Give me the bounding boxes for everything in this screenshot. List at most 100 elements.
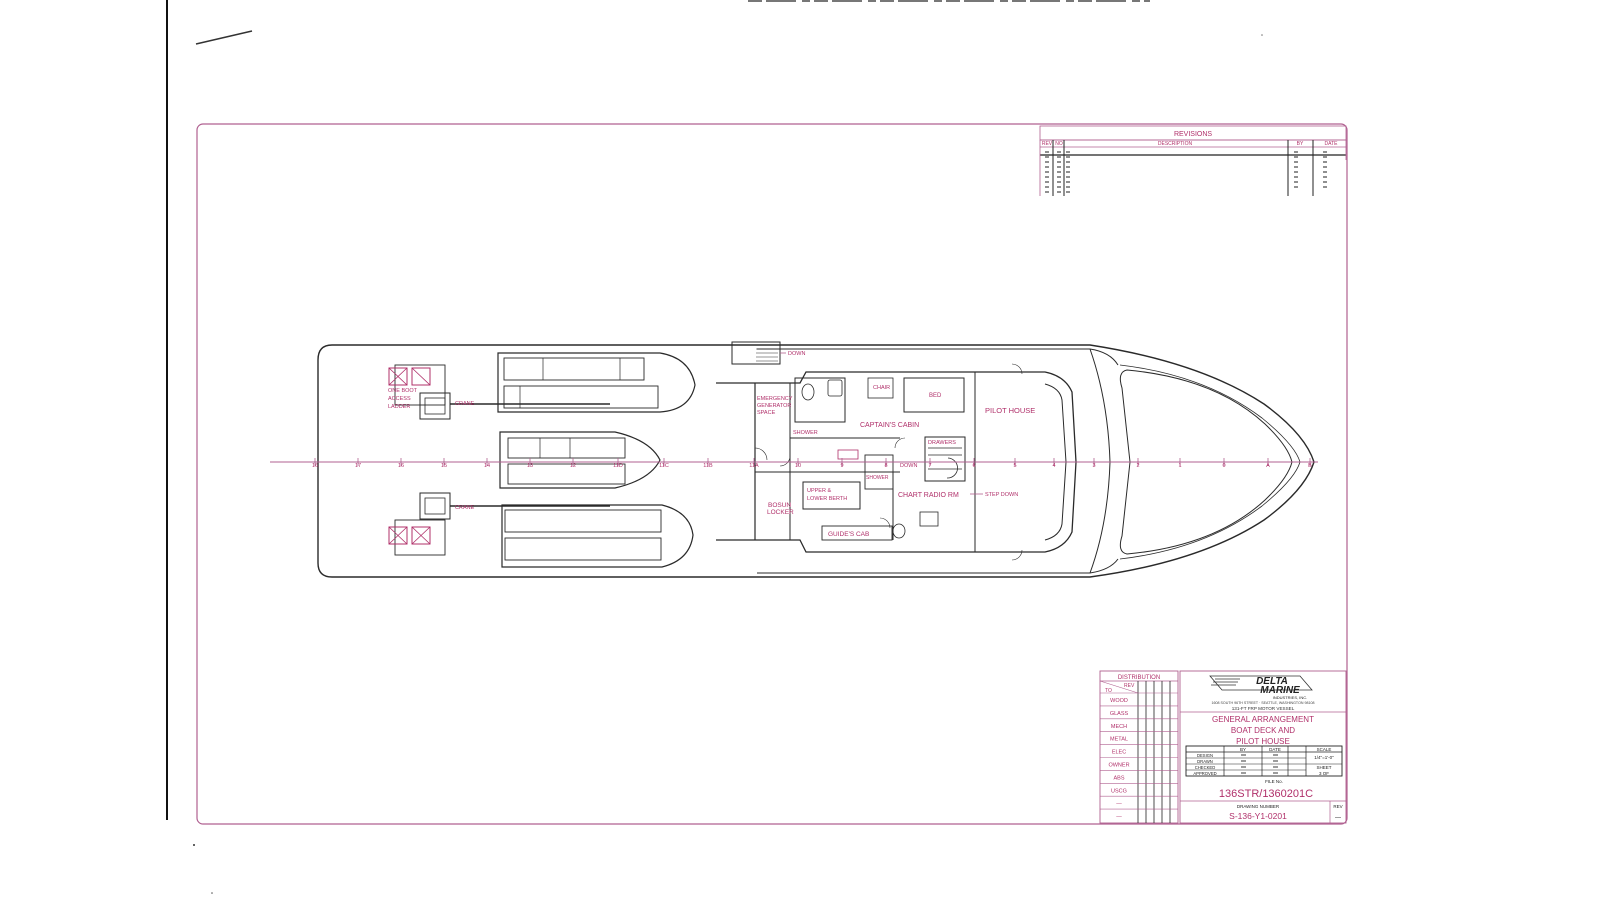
sig-col-scale: SCALE <box>1317 747 1332 752</box>
frame-label: 17 <box>355 463 361 469</box>
logo-line-1: DELTA <box>1256 676 1288 687</box>
down-top-label: DOWN <box>788 351 805 357</box>
title-block: DELTA MARINE INDUSTRIES, INC. 1608 SOUTH… <box>1179 670 1347 824</box>
rev-value: — <box>1335 815 1341 821</box>
frame-label: A <box>1266 463 1270 469</box>
drawing-title-3: PILOT HOUSE <box>1236 737 1290 746</box>
drawing-border <box>196 123 1348 825</box>
frame-label: 11B <box>703 463 713 469</box>
frame-label: 6 <box>972 463 975 469</box>
row-approved: APPROVED <box>1193 771 1216 776</box>
distribution-row-label: WOOD <box>1110 698 1128 704</box>
distribution-row-label: GLASS <box>1110 711 1129 717</box>
drawing-title-2: BOAT DECK AND <box>1231 726 1295 735</box>
revisions-col-date: DATE <box>1325 141 1339 147</box>
bosun-label-2: LOCKER <box>767 509 794 516</box>
revisions-col-no: NO <box>1055 141 1063 147</box>
scan-dot <box>193 844 195 846</box>
revisions-col-rev: REV <box>1042 141 1053 147</box>
frame-label: 13 <box>527 463 533 469</box>
row-design: DESIGN <box>1197 753 1213 758</box>
frame-label: 12 <box>570 463 576 469</box>
emergency-gen-label-3: SPACE <box>757 410 776 416</box>
scan-dot <box>211 892 213 894</box>
pilot-house-label: PILOT HOUSE <box>985 406 1035 415</box>
ladder-label-2: ACCESS <box>388 396 411 402</box>
stair-down-top: DOWN <box>731 341 805 365</box>
scan-mark <box>195 30 253 45</box>
sig-col-date: DATE <box>1269 747 1281 752</box>
signature-dashes <box>1241 754 1278 774</box>
logo-line-2: MARINE <box>1260 685 1300 696</box>
frame-label: 14 <box>484 463 490 469</box>
lifeboat-center <box>499 431 661 489</box>
shower-mid-label: SHOWER <box>866 475 889 481</box>
file-number: 136STR/1360201C <box>1219 788 1313 800</box>
distribution-to: TO <box>1105 688 1112 694</box>
frame-label: 15 <box>441 463 447 469</box>
sheet-value: 3 OF <box>1319 771 1329 776</box>
crane-top-label: CRANE <box>455 401 475 407</box>
frame-label: 1 <box>1178 463 1181 469</box>
row-checked: CHECKED <box>1195 765 1215 770</box>
upper-lower-label-1: UPPER & <box>807 488 831 494</box>
distribution-row-label: MECH <box>1111 724 1127 730</box>
distribution-block: DISTRIBUTION TO REV WOODGLASSMECHMETALEL… <box>1099 670 1179 824</box>
ladder-label-3: LADDER <box>388 404 410 410</box>
distribution-rev: REV <box>1124 683 1135 689</box>
frame-label: 0 <box>1222 463 1225 469</box>
drawing-number-label: DRAWING NUMBER <box>1237 804 1280 809</box>
company-address: 1608 SOUTH 96TH STREET · SEATTLE, WASHIN… <box>1212 701 1315 705</box>
step-down-label: STEP DOWN <box>985 492 1018 498</box>
lifeboat-top <box>497 352 696 413</box>
foredeck-outline <box>1119 369 1293 555</box>
distribution-row-label: — <box>1116 801 1122 807</box>
frame-label: 16 <box>312 463 318 469</box>
revisions-col-by: BY <box>1297 141 1304 147</box>
frame-label: 16 <box>398 463 404 469</box>
frame-label: 10 <box>795 463 801 469</box>
bed-label: BED <box>929 393 942 399</box>
vessel-name: 131-FT FRP MOTOR VESSEL <box>1232 706 1295 711</box>
lifeboat-bottom <box>501 504 694 568</box>
distribution-title: DISTRIBUTION <box>1118 675 1160 681</box>
captains-cabin-label: CAPTAIN'S CABIN <box>860 422 919 429</box>
crane-bottom: CRANE <box>388 492 610 556</box>
frame-label: 8 <box>884 463 887 469</box>
down-mid-label: DOWN <box>900 463 917 469</box>
drawers-label: DRAWERS <box>928 440 956 446</box>
distribution-row-label: ABS <box>1113 775 1124 781</box>
revision-placeholder-dashes <box>1045 151 1327 193</box>
shower-top-label: SHOWER <box>793 430 818 436</box>
emergency-gen-label-1: EMERGENCY <box>757 396 793 402</box>
distribution-row-label: — <box>1116 814 1122 820</box>
scale-value: 1/4"=1'-0" <box>1314 755 1334 760</box>
distribution-row-label: USCG <box>1111 788 1127 794</box>
frame-label: 11C <box>659 463 669 469</box>
frame-label: 9 <box>840 463 843 469</box>
ladder-label-1: ONE BOOT <box>388 388 418 394</box>
frame-label: 7 <box>928 463 931 469</box>
company-logo: DELTA MARINE INDUSTRIES, INC. <box>1209 675 1313 700</box>
chair-label: CHAIR <box>873 385 890 391</box>
guides-cab-label: GUIDE'S CAB <box>828 531 869 538</box>
file-label: FILE No. <box>1265 779 1283 784</box>
frame-label: 2 <box>1136 463 1139 469</box>
drawing-number: S-136-Y1-0201 <box>1229 811 1287 821</box>
hull-outline <box>317 344 1315 578</box>
vessel-plan: CRANE ONE BOOT ACCESS LADDER CRANE <box>270 341 1318 578</box>
upper-lower-label-2: LOWER BERTH <box>807 496 847 502</box>
distribution-row-label: METAL <box>1110 737 1128 743</box>
rev-label: REV <box>1333 804 1342 809</box>
frame-label: 11D <box>613 463 623 469</box>
revisions-title: REVISIONS <box>1174 131 1212 138</box>
distribution-row-label: OWNER <box>1108 763 1129 769</box>
revisions-block: REVISIONS REV NO DESCRIPTION BY DATE <box>1039 125 1347 196</box>
frame-label: 5 <box>1013 463 1016 469</box>
drawing-title-1: GENERAL ARRANGEMENT <box>1212 715 1314 724</box>
emergency-gen-label-2: GENERATOR <box>757 403 791 409</box>
